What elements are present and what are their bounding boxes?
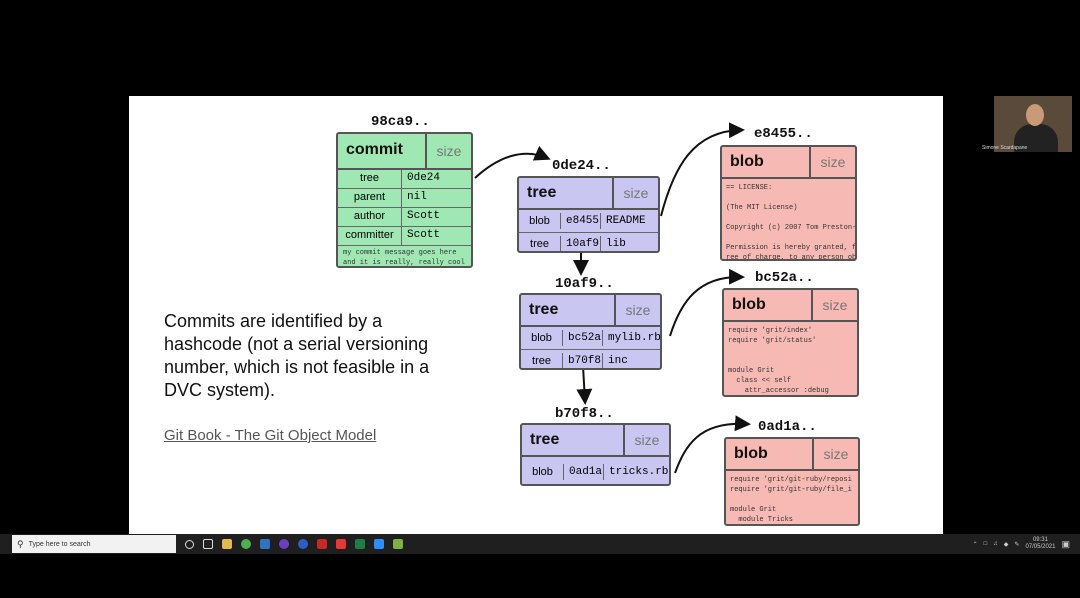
git-book-link[interactable]: Git Book - The Git Object Model bbox=[164, 427, 377, 444]
commit-size-label: size bbox=[436, 143, 462, 159]
tree-row-type: tree bbox=[519, 235, 561, 251]
tree-row-name: inc bbox=[608, 354, 628, 367]
tree-row-type: blob bbox=[521, 330, 563, 346]
arrow-tree3-to-blob3 bbox=[674, 415, 751, 474]
blob-box-0ad1a: blob size require 'grit/git-ruby/reposi … bbox=[724, 437, 860, 526]
tree-kind-label: tree bbox=[519, 178, 614, 208]
commit-row-value: Scott bbox=[407, 210, 441, 222]
tree-size-label: size bbox=[625, 302, 651, 318]
tree-row-hash: 0ad1a bbox=[564, 463, 604, 480]
tree-kind-label: tree bbox=[521, 295, 616, 325]
blob-kind-label: blob bbox=[724, 290, 813, 320]
chevron-up-icon[interactable]: ⌃ bbox=[972, 541, 978, 548]
commit-row-value: 0de24 bbox=[407, 172, 441, 184]
tree-row-name: README bbox=[606, 215, 646, 227]
tree-box-0de24: tree size blob e8455 README tree 10af9 l… bbox=[517, 176, 660, 253]
clock-time: 09:31 bbox=[1032, 537, 1048, 543]
commit-box: commit size tree 0de24 parent nil author… bbox=[336, 132, 473, 268]
tree-row-type: blob bbox=[519, 213, 561, 229]
commit-hash: 98ca9.. bbox=[371, 114, 430, 130]
arrow-tree2-to-blob2 bbox=[669, 268, 745, 337]
commit-message: my commit message goes here and it is re… bbox=[343, 249, 465, 267]
search-icon: ⚲ bbox=[17, 538, 24, 549]
diagram-arrows bbox=[474, 122, 751, 474]
blob-kind-label: blob bbox=[726, 439, 814, 469]
tree-row-hash: e8455 bbox=[561, 213, 601, 229]
windows-taskbar: ⚲ Type here to search ⌃ □ ♫ ◆ ✎ 09:31 07… bbox=[0, 534, 1080, 554]
tree-hash: 10af9.. bbox=[555, 276, 614, 292]
participant-video[interactable] bbox=[994, 96, 1072, 152]
app-icon[interactable] bbox=[393, 539, 403, 549]
cortana-icon[interactable] bbox=[185, 539, 194, 549]
presentation-slide: 98ca9.. commit size tree 0de24 parent ni… bbox=[129, 96, 943, 536]
blob-content: require 'grit/git-ruby/reposi require 'g… bbox=[730, 476, 852, 524]
filezilla-icon[interactable] bbox=[317, 539, 327, 549]
clock-date: 07/05/2021 bbox=[1025, 544, 1056, 550]
commit-row-key: parent bbox=[338, 189, 402, 207]
participant-name: Simone Scardapane bbox=[982, 145, 1028, 151]
volume-icon[interactable]: ♫ bbox=[993, 541, 998, 547]
commit-row-key: tree bbox=[338, 170, 402, 188]
commit-kind-label: commit bbox=[338, 134, 427, 168]
commit-row-key: committer bbox=[338, 227, 402, 245]
search-placeholder: Type here to search bbox=[28, 540, 91, 548]
arrow-commit-to-tree bbox=[474, 145, 551, 179]
chrome-icon[interactable] bbox=[241, 539, 251, 549]
participant-torso bbox=[1014, 124, 1058, 152]
tree-box-10af9: tree size blob bc52a mylib.rb tree b70f8… bbox=[519, 293, 662, 370]
arrow-tree1-to-blob1 bbox=[660, 122, 745, 217]
mega-icon[interactable] bbox=[336, 539, 346, 549]
file-explorer-icon[interactable] bbox=[222, 539, 232, 549]
blob-size-label: size bbox=[823, 446, 849, 462]
tree-kind-label: tree bbox=[522, 425, 625, 455]
blob-hash: e8455.. bbox=[754, 126, 813, 142]
tree-box-b70f8: tree size blob 0ad1a tricks.rb bbox=[520, 423, 671, 486]
blob-box-e8455: blob size == LICENSE: (The MIT License) … bbox=[720, 145, 857, 261]
system-tray: ⌃ □ ♫ ◆ ✎ 09:31 07/05/2021 ▣ bbox=[973, 534, 1070, 554]
commit-row-value: Scott bbox=[407, 229, 441, 241]
tree-row-type: tree bbox=[521, 352, 563, 368]
tree-row-name: mylib.rb bbox=[608, 332, 660, 344]
notifications-icon[interactable]: ▣ bbox=[1061, 538, 1070, 549]
tree-row-type: blob bbox=[522, 463, 564, 480]
arrow-tree2-to-tree3 bbox=[576, 365, 593, 405]
participant-face bbox=[1026, 104, 1044, 126]
zoom-icon[interactable] bbox=[374, 539, 384, 549]
blob-size-label: size bbox=[820, 154, 846, 170]
blob-content: == LICENSE: (The MIT License) Copyright … bbox=[726, 184, 857, 261]
tree-size-label: size bbox=[623, 185, 649, 201]
taskbar-clock[interactable]: 09:31 07/05/2021 bbox=[1025, 537, 1055, 551]
taskbar-search-box[interactable]: ⚲ Type here to search bbox=[12, 535, 176, 553]
blob-hash: 0ad1a.. bbox=[758, 419, 817, 435]
tree-row-hash: 10af9 bbox=[561, 235, 601, 251]
network-icon[interactable]: □ bbox=[983, 541, 988, 547]
commit-row-value: nil bbox=[407, 191, 427, 203]
app-icon[interactable] bbox=[298, 539, 308, 549]
excel-icon[interactable] bbox=[355, 539, 365, 549]
slide-description: Commits are identified by a hashcode (no… bbox=[164, 311, 430, 400]
commit-row-key: author bbox=[338, 208, 402, 226]
pen-icon[interactable]: ✎ bbox=[1014, 541, 1020, 548]
dropbox-icon[interactable]: ◆ bbox=[1003, 541, 1009, 548]
tree-row-hash: b70f8 bbox=[563, 352, 603, 368]
blob-box-bc52a: blob size require 'grit/index' require '… bbox=[722, 288, 859, 397]
blob-size-label: size bbox=[822, 297, 848, 313]
tree-row-hash: bc52a bbox=[563, 330, 603, 346]
blob-hash: bc52a.. bbox=[755, 270, 814, 286]
blob-content: require 'grit/index' require 'grit/statu… bbox=[728, 327, 829, 395]
tree-hash: b70f8.. bbox=[555, 406, 614, 422]
tree-row-name: lib bbox=[606, 237, 626, 250]
outlook-icon[interactable] bbox=[260, 539, 270, 549]
app-icon[interactable] bbox=[279, 539, 289, 549]
tree-row-name: tricks.rb bbox=[609, 465, 669, 478]
blob-kind-label: blob bbox=[722, 147, 811, 177]
tree-size-label: size bbox=[634, 432, 660, 448]
task-view-icon[interactable] bbox=[203, 539, 213, 549]
tree-hash: 0de24.. bbox=[552, 158, 611, 174]
